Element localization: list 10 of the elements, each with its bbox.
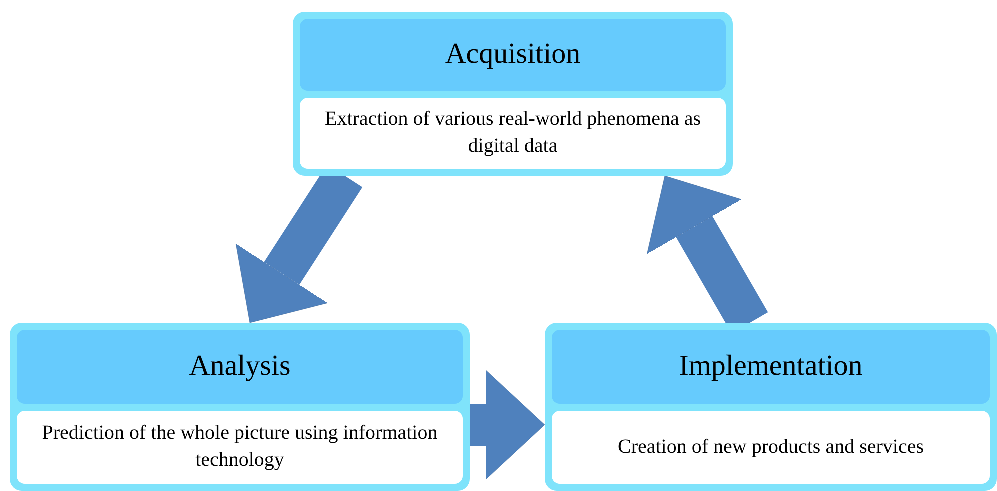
stage-card (10, 323, 470, 491)
description-panel: Extraction of various real-world phenomena as digital data (300, 98, 726, 169)
title-banner: Implementation (552, 330, 990, 404)
description-panel: Creation of new products and services (552, 410, 990, 484)
block-arrow (470, 370, 546, 480)
title-banner: Acquisition (300, 19, 726, 90)
description-panel: Prediction of the whole picture using information technology (17, 410, 463, 484)
stage-card (545, 323, 997, 491)
title-banner: Analysis (17, 330, 463, 404)
stage-card (293, 12, 733, 176)
